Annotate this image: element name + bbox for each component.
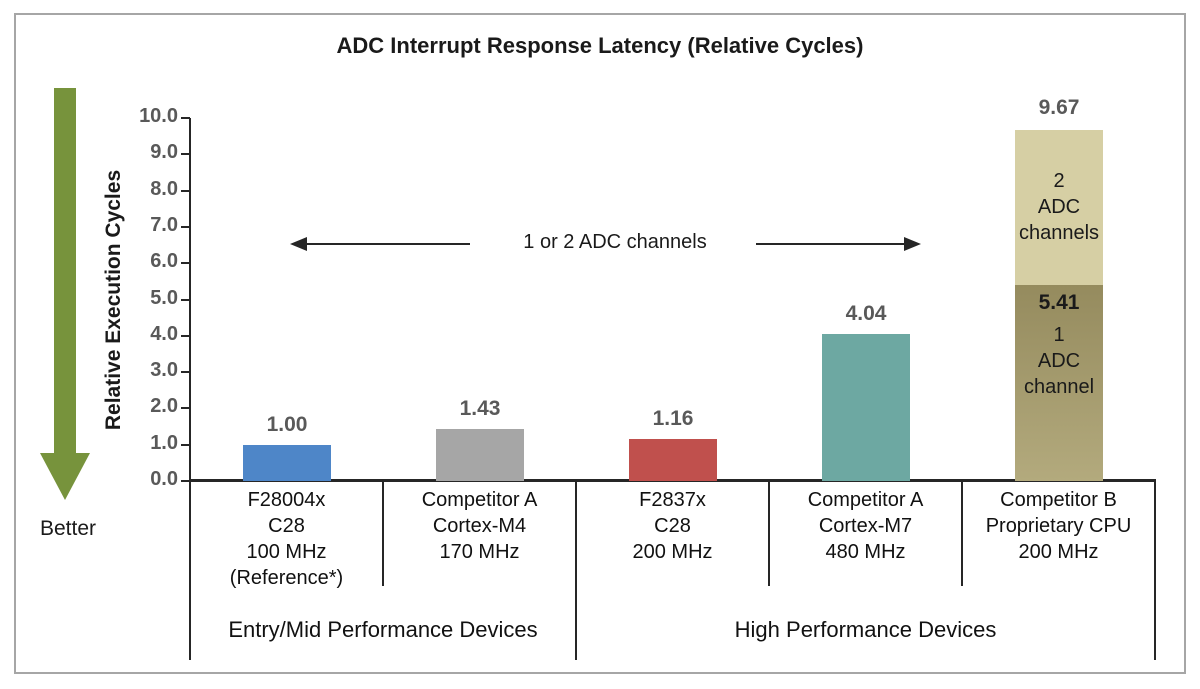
bar-competitor-a-m7 [822,334,910,481]
adc-channels-annotation: 1 or 2 ADC channels [523,231,707,253]
y-tick-label: 2.0 [150,395,178,417]
y-tick-mark [181,480,190,482]
y-tick-mark [181,153,190,155]
y-tick-label: 6.0 [150,250,178,272]
y-tick-mark [181,262,190,264]
y-tick-mark [181,335,190,337]
y-axis-line [189,118,191,481]
category-label-f28004x: F28004x C28 100 MHz (Reference*) [229,489,344,589]
category-label-competitor-b: Competitor B Proprietary CPU 200 MHz [985,489,1132,563]
y-tick-label: 8.0 [150,178,178,200]
value-label: 9.67 [1038,96,1080,119]
value-label: 1.43 [459,397,501,420]
y-tick-mark [181,190,190,192]
y-tick-mark [181,299,190,301]
bar-f2837x [629,439,717,481]
y-tick-label: 0.0 [150,468,178,490]
y-tick-label: 1.0 [150,432,178,454]
right-arrow-icon [756,237,921,251]
y-tick-mark [181,407,190,409]
bar-f28004x [243,445,331,481]
y-tick-label: 7.0 [150,214,178,236]
category-label-competitor-a-m4: Competitor A Cortex-M4 170 MHz [421,489,538,563]
value-label: 4.04 [845,302,887,325]
category-divider-line [382,482,384,586]
chart-title: ADC Interrupt Response Latency (Relative… [336,33,864,58]
table-left-line [189,482,191,660]
y-tick-mark [181,371,190,373]
y-tick-mark [181,444,190,446]
y-tick-label: 10.0 [139,105,178,127]
y-tick-mark [181,226,190,228]
table-right-line [1154,482,1156,660]
y-tick-mark [181,117,190,119]
value-label: 1.16 [652,407,694,430]
y-tick-label: 4.0 [150,323,178,345]
group-label-entry-mid: Entry/Mid Performance Devices [228,617,538,642]
left-arrow-icon [290,237,470,251]
bar-competitor-b-1ch-segment [1015,285,1103,481]
y-tick-label: 3.0 [150,359,178,381]
group-divider-line [575,482,577,660]
segment-text-1ch: 1 ADC channel [1023,324,1095,398]
better-label: Better [39,517,97,540]
category-divider-line [768,482,770,586]
bar-competitor-a-m4 [436,429,524,481]
segment-value-label: 5.41 [1038,291,1080,314]
bar-competitor-b-2ch-segment [1015,130,1103,285]
group-label-high-performance: High Performance Devices [734,617,997,642]
better-arrow-icon [40,88,90,500]
category-label-f2837x: F2837x C28 200 MHz [632,489,713,563]
y-tick-label: 9.0 [150,141,178,163]
segment-text-2ch: 2 ADC channels [1018,170,1100,244]
category-label-competitor-a-m7: Competitor A Cortex-M7 480 MHz [807,489,924,563]
figure-border [14,13,1186,674]
category-divider-line [961,482,963,586]
y-tick-label: 5.0 [150,287,178,309]
value-label: 1.00 [266,413,308,436]
